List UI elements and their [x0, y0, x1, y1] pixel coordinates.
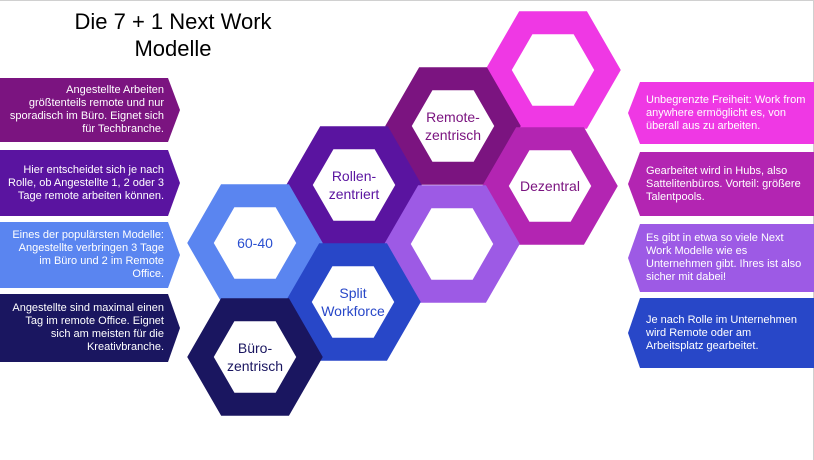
hexagon-label: Work from — [521, 53, 585, 69]
callout-left-techbranche: Angestellte Arbeiten größtenteils remote… — [0, 78, 180, 142]
hexagon-label: zentrisch — [425, 127, 481, 143]
hexagon-remote-zentrisch: Remote-zentrisch — [385, 67, 521, 185]
callout-text: Angestellte Arbeiten größtenteils remote… — [9, 84, 164, 135]
slide-border-top — [0, 0, 814, 1]
callout-right-split: Je nach Rolle im Unternehmen wird Remote… — [628, 298, 814, 368]
callout-left-rollenbasiert: Hier entscheidet sich je nach Rolle, ob … — [0, 150, 180, 216]
callout-right-hubs: Gearbeitet wird in Hubs, also Satteliten… — [628, 152, 814, 216]
hexagon-label: 60-40 — [237, 235, 273, 251]
hexagon-shape — [286, 126, 422, 244]
hexagon-shape — [187, 184, 323, 302]
hexagon-buero-zentrisch: Büro-zentrisch — [187, 298, 323, 416]
hexagon-label: Büro- — [238, 340, 273, 356]
callout-left-kreativbranche: Angestellte sind maximal einen Tag im re… — [0, 294, 180, 362]
hexagon-shape — [285, 243, 421, 361]
callout-text: Gearbeitet wird in Hubs, also Satteliten… — [646, 164, 801, 203]
slide-title: Die 7 + 1 Next Work Modelle — [28, 8, 318, 62]
hexagon-label: anywhere — [523, 71, 584, 87]
callout-text: Hier entscheidet sich je nach Rolle, ob … — [8, 163, 164, 202]
hexagon-label: Rollen- — [332, 168, 377, 184]
hexagon-label: zentrisch — [227, 358, 283, 374]
hexagon-label: Remote- — [426, 109, 480, 125]
hexagon-work-from-anywhere: Work from anywhere — [485, 11, 621, 129]
hexagon-plus-one — [384, 185, 520, 303]
hexagon-shape — [485, 11, 621, 129]
callout-text: Angestellte sind maximal einen Tag im re… — [12, 302, 164, 353]
hexagon-label: Workforce — [321, 303, 385, 319]
callout-text: Je nach Rolle im Unternehmen wird Remote… — [646, 313, 798, 352]
callout-text: Eines der populärsten Modelle: Angestell… — [12, 229, 164, 280]
hexagon-label: Split — [339, 285, 366, 301]
hexagon-label: Dezentral — [520, 178, 580, 194]
hexagon-shape — [187, 298, 323, 416]
callout-text: Unbegrenzte Freiheit: Work from anywhere… — [646, 93, 806, 132]
hexagon-shape — [482, 127, 618, 245]
title-line-2: Modelle — [134, 36, 212, 61]
hexagon-label: zentriert — [329, 186, 380, 202]
title-line-1: Die 7 + 1 Next Work — [74, 9, 272, 34]
callout-text: Es gibt in etwa so viele Next Work Model… — [646, 232, 802, 283]
hexagon-shape — [384, 185, 520, 303]
hexagon-sechzig-vierzig: 60-40 — [187, 184, 323, 302]
callout-left-populaer: Eines der populärsten Modelle: Angestell… — [0, 222, 180, 288]
hexagon-shape — [385, 67, 521, 185]
callout-right-unbegrenzt: Unbegrenzte Freiheit: Work from anywhere… — [628, 82, 814, 144]
callout-right-viele-modelle: Es gibt in etwa so viele Next Work Model… — [628, 224, 814, 292]
hexagon-rollen-zentriert: Rollen-zentriert — [286, 126, 422, 244]
hexagon-dezentral: Dezentral — [482, 127, 618, 245]
